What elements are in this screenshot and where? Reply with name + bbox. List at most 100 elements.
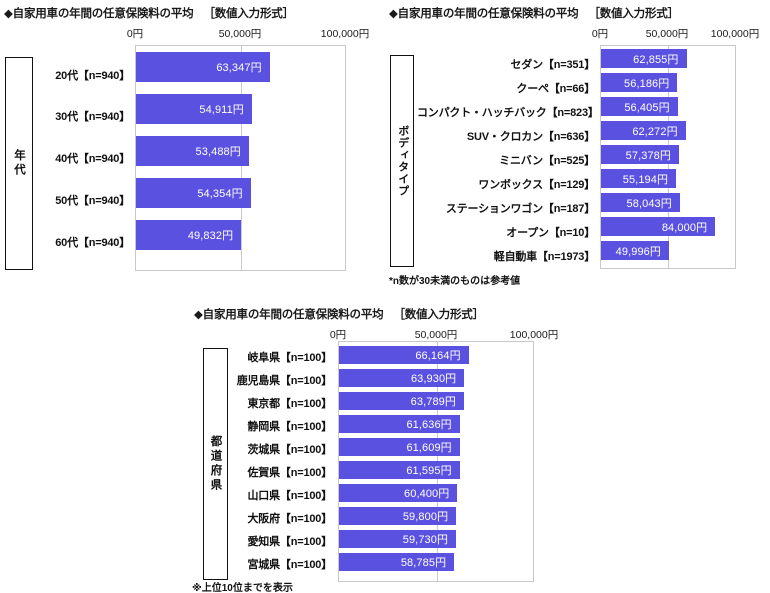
chart-bodytype-cat-2: コンパクト・ハッチバック【n=823】 — [417, 107, 599, 119]
chart-prefecture-value-5: 61,595円 — [406, 465, 452, 477]
chart-age-value-4: 49,832円 — [187, 230, 234, 242]
chart-age-tick-0: 0円 — [126, 28, 144, 40]
chart-prefecture-cat-8: 愛知県【n=100】 — [247, 536, 333, 548]
chart-bodytype-value-5: 55,194円 — [622, 173, 669, 186]
chart-age-value-1: 54,911円 — [199, 104, 244, 116]
chart-bodytype-bar-1: 56,186円 — [601, 73, 678, 92]
chart-bodytype-tick-1: 50,000円 — [645, 28, 689, 40]
chart-prefecture-value-9: 58,785円 — [400, 557, 447, 569]
chart-bodytype-cat-3: SUV・クロカン【n=636】 — [466, 131, 595, 143]
chart-prefecture-value-6: 60,400円 — [404, 488, 450, 500]
chart-age-format-note: ［数値入力形式］ — [203, 8, 294, 20]
chart-prefecture-cat-4: 茨城県【n=100】 — [247, 444, 333, 456]
chart-age-bar-2: 53,488円 — [136, 136, 249, 166]
chart-prefecture-group-box: 都道府県 — [203, 348, 228, 580]
chart-prefecture-cat-3: 静岡県【n=100】 — [247, 421, 333, 433]
chart-prefecture-bar-3: 61,636円 — [339, 415, 460, 433]
chart-bodytype-bar-3: 62,272円 — [601, 121, 686, 140]
chart-bodytype-value-3: 62,272円 — [632, 125, 678, 138]
chart-prefecture-tick-0: 0円 — [329, 329, 347, 341]
chart-bodytype-value-6: 58,043円 — [626, 197, 672, 210]
chart-bodytype-cat-4: ミニバン【n=525】 — [499, 155, 595, 167]
chart-bodytype-bar-6: 58,043円 — [601, 193, 680, 212]
chart-bodytype-bar-7: 84,000円 — [601, 217, 716, 236]
chart-prefecture-tick-1: 50,000円 — [414, 329, 458, 341]
chart-prefecture-title: ◆自家用車の年間の任意保険料の平均 ［数値入力形式］ — [194, 306, 484, 322]
chart-age-title-text: ◆自家用車の年間の任意保険料の平均 — [4, 8, 194, 20]
chart-prefecture-cat-6: 山口県【n=100】 — [247, 490, 333, 502]
chart-bodytype: ◆自家用車の年間の任意保険料の平均 ［数値入力形式］ 0円 50,000円 100… — [385, 0, 770, 295]
chart-bodytype-axis: 0円 50,000円 100,000円 — [385, 26, 770, 41]
chart-prefecture-value-8: 59,730円 — [402, 534, 449, 546]
chart-age-group-box: 年代 — [5, 57, 33, 270]
chart-prefecture-format-note: ［数値入力形式］ — [393, 309, 484, 321]
chart-prefecture-bar-6: 60,400円 — [339, 484, 458, 502]
chart-prefecture-bar-0: 66,164円 — [339, 346, 469, 364]
chart-bodytype-value-2: 56,405円 — [624, 101, 670, 114]
chart-age-cat-1: 30代【n=940】 — [55, 111, 130, 123]
chart-age-value-0: 63,347円 — [216, 62, 262, 74]
chart-prefecture-value-1: 63,930円 — [410, 373, 457, 385]
chart-prefecture-bar-7: 59,800円 — [339, 507, 457, 525]
chart-age-plot: 63,347円 54,911円 53,488円 54,354円 49,832円 — [135, 45, 346, 271]
chart-prefecture-cat-7: 大阪府【n=100】 — [247, 513, 333, 525]
chart-bodytype-value-0: 62,855円 — [633, 53, 679, 66]
chart-prefecture-bar-5: 61,595円 — [339, 461, 460, 479]
chart-bodytype-tick-0: 0円 — [591, 28, 609, 40]
chart-bodytype-bar-0: 62,855円 — [601, 49, 687, 68]
chart-prefecture-bar-4: 61,609円 — [339, 438, 460, 456]
chart-prefecture-bar-2: 63,789円 — [339, 392, 464, 410]
chart-bodytype-value-4: 57,378円 — [625, 149, 671, 162]
chart-bodytype-cat-1: クーペ【n=66】 — [516, 83, 595, 95]
chart-bodytype-bar-4: 57,378円 — [601, 145, 679, 164]
chart-bodytype-cat-8: 軽自動車【n=1973】 — [493, 251, 595, 263]
chart-prefecture-bar-1: 63,930円 — [339, 369, 465, 387]
chart-bodytype-value-1: 56,186円 — [624, 77, 670, 90]
chart-bodytype-cat-0: セダン【n=351】 — [510, 59, 596, 71]
chart-prefecture-cat-0: 岐阜県【n=100】 — [247, 352, 333, 364]
chart-prefecture-axis: 0円 50,000円 100,000円 — [190, 327, 590, 342]
chart-age-tick-1: 50,000円 — [218, 28, 262, 40]
chart-age: ◆自家用車の年間の任意保険料の平均 ［数値入力形式］ 0円 50,000円 100… — [0, 0, 385, 295]
chart-bodytype-format-note: ［数値入力形式］ — [588, 8, 679, 20]
chart-bodytype-bar-5: 55,194円 — [601, 169, 677, 188]
chart-prefecture-value-7: 59,800円 — [402, 511, 449, 523]
chart-prefecture-value-0: 66,164円 — [415, 350, 461, 362]
chart-prefecture-cat-9: 宮城県【n=100】 — [247, 559, 333, 571]
chart-bodytype-cat-7: オープン【n=10】 — [506, 227, 595, 239]
chart-age-value-2: 53,488円 — [195, 146, 241, 158]
chart-age-bar-3: 54,354円 — [136, 178, 251, 208]
chart-age-value-3: 54,354円 — [197, 188, 243, 200]
chart-prefecture-tick-2: 100,000円 — [509, 329, 559, 341]
chart-age-cat-0: 20代【n=940】 — [55, 70, 130, 82]
chart-bodytype-tick-2: 100,000円 — [710, 28, 760, 40]
chart-age-axis: 0円 50,000円 100,000円 — [0, 26, 385, 41]
chart-age-title: ◆自家用車の年間の任意保険料の平均 ［数値入力形式］ — [4, 5, 294, 21]
chart-prefecture-bar-9: 58,785円 — [339, 553, 455, 571]
chart-prefecture-cat-2: 東京都【n=100】 — [247, 398, 333, 410]
chart-prefecture: ◆自家用車の年間の任意保険料の平均 ［数値入力形式］ 0円 50,000円 100… — [190, 303, 590, 593]
chart-age-bar-4: 49,832円 — [136, 220, 242, 250]
chart-bodytype-cat-5: ワンボックス【n=129】 — [478, 179, 595, 191]
chart-bodytype-title-text: ◆自家用車の年間の任意保険料の平均 — [389, 8, 579, 20]
chart-prefecture-value-2: 63,789円 — [410, 396, 456, 408]
chart-bodytype-group-box: ボディタイプ — [390, 55, 414, 267]
chart-bodytype-value-8: 49,996円 — [615, 245, 661, 258]
chart-prefecture-cat-5: 佐賀県【n=100】 — [247, 467, 333, 479]
chart-bodytype-plot: 62,855円 56,186円 56,405円 62,272円 57,378円 … — [600, 45, 736, 269]
chart-age-cat-2: 40代【n=940】 — [55, 153, 130, 165]
chart-prefecture-footnote: ※上位10位までを表示 — [192, 583, 293, 593]
chart-bodytype-footnote: *n数が30未満のものは参考値 — [389, 276, 521, 287]
chart-prefecture-cat-1: 鹿児島県【n=100】 — [236, 375, 332, 387]
chart-age-bar-0: 63,347円 — [136, 52, 270, 82]
chart-age-tick-2: 100,000円 — [320, 28, 370, 40]
chart-bodytype-title: ◆自家用車の年間の任意保険料の平均 ［数値入力形式］ — [389, 5, 679, 21]
chart-bodytype-bar-2: 56,405円 — [601, 97, 678, 116]
chart-age-group-label: 年代 — [13, 149, 26, 178]
chart-prefecture-group-label: 都道府県 — [209, 435, 222, 493]
chart-prefecture-title-text: ◆自家用車の年間の任意保険料の平均 — [194, 309, 384, 321]
chart-prefecture-value-3: 61,636円 — [406, 419, 452, 431]
chart-bodytype-value-7: 84,000円 — [661, 221, 708, 234]
chart-bodytype-group-label: ボディタイプ — [396, 125, 409, 197]
